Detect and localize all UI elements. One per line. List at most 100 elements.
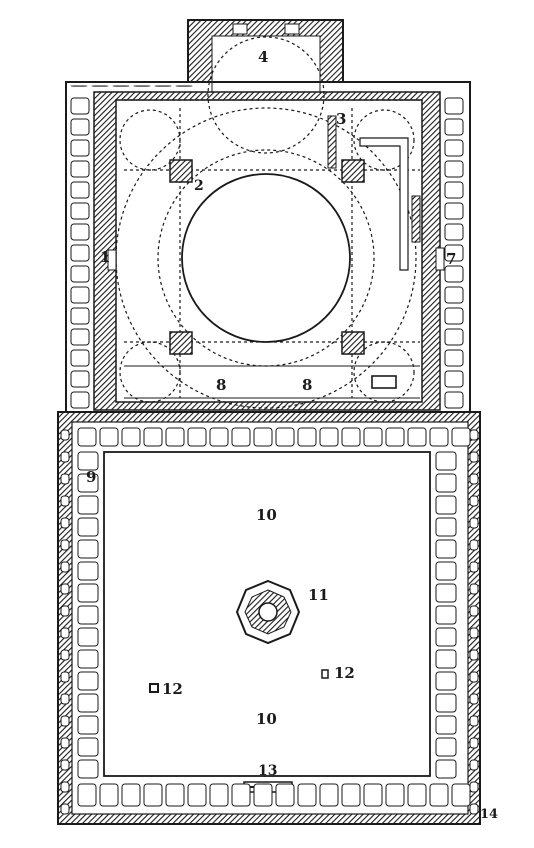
court-bay-west xyxy=(77,627,99,647)
label-12a: 12 xyxy=(162,680,183,698)
minbar xyxy=(327,115,421,271)
court-window-east xyxy=(469,715,479,727)
label-2: 2 xyxy=(194,178,204,194)
court-bay-east xyxy=(435,561,457,581)
court-bay-east xyxy=(435,495,457,515)
court-bay-east xyxy=(435,451,457,471)
court-bay-east xyxy=(435,627,457,647)
court-bay-west xyxy=(77,737,99,757)
court-window-west xyxy=(60,627,70,639)
court-bay-east xyxy=(435,715,457,735)
court-bay-south xyxy=(143,783,163,807)
hall-bay-east xyxy=(444,370,464,388)
hall-bay-east xyxy=(444,265,464,283)
prayer-hall xyxy=(65,19,471,413)
label-9: 9 xyxy=(86,468,96,486)
court-window-west xyxy=(60,517,70,529)
court-window-east xyxy=(469,671,479,683)
hall-bay-west xyxy=(70,244,90,262)
court-window-west xyxy=(60,561,70,573)
hall-bay-east xyxy=(444,286,464,304)
court-bay-north xyxy=(407,427,427,447)
court-bay-east xyxy=(435,605,457,625)
ablution-fountain xyxy=(235,579,301,645)
label-8b: 8 xyxy=(302,376,312,394)
court-bay-north xyxy=(319,427,339,447)
court-bay-south xyxy=(253,783,273,807)
court-window-west xyxy=(60,473,70,485)
plan-labels: 1 2 3 4 7 8 8 9 10 10 11 12 12 13 14 xyxy=(86,48,498,822)
courtyard xyxy=(57,411,481,825)
pier-sw xyxy=(169,331,193,355)
hall-bay-east xyxy=(444,97,464,115)
court-window-west xyxy=(60,451,70,463)
court-bay-north xyxy=(231,427,251,447)
court-bay-south xyxy=(429,783,449,807)
label-12b: 12 xyxy=(334,664,355,682)
court-bay-south xyxy=(165,783,185,807)
court-window-west xyxy=(60,759,70,771)
court-window-east xyxy=(469,495,479,507)
label-10a: 10 xyxy=(256,506,277,524)
court-window-west xyxy=(60,737,70,749)
hall-bay-east xyxy=(444,139,464,157)
hall-bay-west xyxy=(70,223,90,241)
court-bay-east xyxy=(435,649,457,669)
court-bay-north xyxy=(385,427,405,447)
court-bay-north xyxy=(341,427,361,447)
court-bay-west xyxy=(77,715,99,735)
court-bay-west xyxy=(77,583,99,603)
hall-bay-west xyxy=(70,139,90,157)
dome-piers xyxy=(169,159,365,355)
hall-bay-west xyxy=(70,118,90,136)
court-bay-south xyxy=(231,783,251,807)
court-bay-west xyxy=(77,671,99,691)
court-bay-east xyxy=(435,539,457,559)
court-bay-north xyxy=(165,427,185,447)
label-11: 11 xyxy=(308,586,329,604)
hall-bay-west xyxy=(70,265,90,283)
court-bay-west xyxy=(77,473,99,493)
label-10b: 10 xyxy=(256,710,277,728)
court-bay-north xyxy=(429,427,449,447)
court-bay-south xyxy=(341,783,361,807)
court-bay-north xyxy=(187,427,207,447)
basin-east xyxy=(321,669,329,679)
court-window-east xyxy=(469,451,479,463)
hall-bay-west xyxy=(70,202,90,220)
label-13: 13 xyxy=(258,763,277,779)
court-bay-south xyxy=(451,783,471,807)
hall-bay-east xyxy=(444,391,464,409)
court-window-east xyxy=(469,803,479,815)
court-bay-south xyxy=(99,783,119,807)
court-bay-south xyxy=(385,783,405,807)
court-bay-west xyxy=(77,693,99,713)
hall-bay-east xyxy=(444,349,464,367)
court-window-east xyxy=(469,781,479,793)
court-bay-south xyxy=(363,783,383,807)
label-7: 7 xyxy=(446,250,456,268)
court-window-west xyxy=(60,781,70,793)
court-bay-south xyxy=(319,783,339,807)
court-window-east xyxy=(469,737,479,749)
court-bay-east xyxy=(435,517,457,537)
court-window-west xyxy=(60,583,70,595)
court-bay-north xyxy=(121,427,141,447)
court-bay-west xyxy=(77,649,99,669)
hall-bay-west xyxy=(70,286,90,304)
court-window-west xyxy=(60,803,70,815)
court-window-west xyxy=(60,671,70,683)
court-bay-south xyxy=(121,783,141,807)
court-window-east xyxy=(469,759,479,771)
label-3: 3 xyxy=(336,110,346,128)
court-window-east xyxy=(469,517,479,529)
court-bay-north xyxy=(275,427,295,447)
court-bay-west xyxy=(77,517,99,537)
hall-bay-west xyxy=(70,349,90,367)
court-bay-north xyxy=(297,427,317,447)
court-window-east xyxy=(469,649,479,661)
hall-bay-west xyxy=(70,160,90,178)
court-bay-east xyxy=(435,473,457,493)
court-bay-north xyxy=(77,427,97,447)
